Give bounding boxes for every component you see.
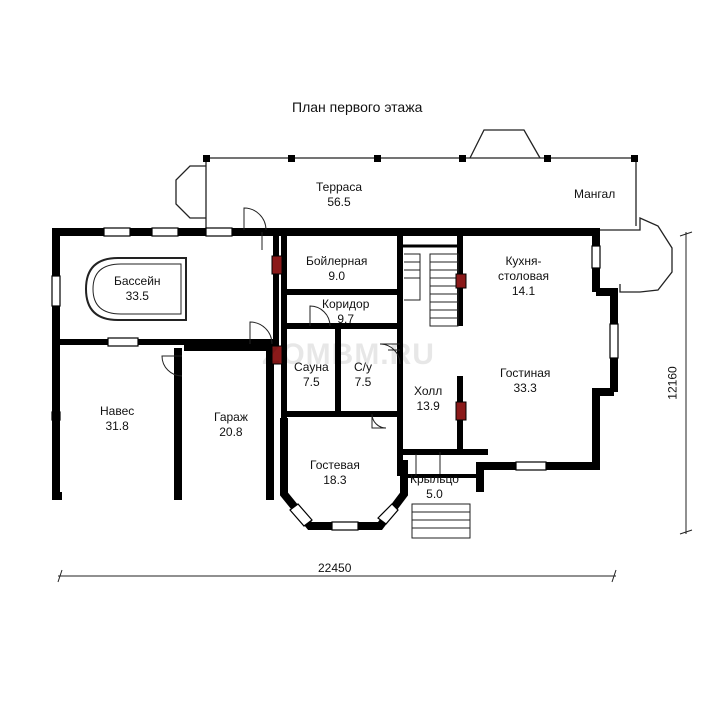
dimension-height: 12160 (665, 366, 680, 400)
terrace-posts (203, 155, 638, 162)
room-area: 56.5 (327, 195, 351, 209)
room-name: Бассейн (114, 274, 161, 288)
room-terrace: Терраса 56.5 (316, 180, 362, 210)
room-name: Кухня- (505, 254, 542, 268)
room-area: 33.5 (125, 289, 149, 303)
room-name-2: столовая (498, 269, 549, 283)
room-bbq: Мангал (574, 187, 615, 202)
dimension-width: 22450 (318, 561, 352, 575)
room-name: Крыльцо (410, 472, 459, 486)
room-wc: С/у 7.5 (354, 360, 372, 390)
plan-title: План первого этажа (292, 99, 423, 115)
room-name: С/у (354, 360, 372, 374)
room-porch: Крыльцо 5.0 (410, 472, 459, 502)
room-garage: Гараж 20.8 (214, 410, 248, 440)
room-carport: Навес 31.8 (100, 404, 134, 434)
room-name: Навес (100, 404, 135, 418)
room-area: 5.0 (426, 487, 443, 501)
room-name: Терраса (316, 180, 363, 194)
room-area: 20.8 (219, 425, 243, 439)
chimneys (271, 255, 467, 421)
terrace-outline (175, 129, 673, 293)
room-area: 31.8 (105, 419, 129, 433)
room-kitchen: Кухня- столовая 14.1 (498, 254, 549, 299)
porch-steps (411, 503, 471, 539)
room-area: 7.5 (354, 375, 372, 389)
dimension-lines (57, 231, 693, 583)
room-area: 7.5 (302, 375, 320, 389)
room-guest: Гостевая 18.3 (310, 458, 360, 488)
room-living: Гостиная 33.3 (500, 366, 550, 396)
interior-walls (56, 232, 488, 478)
room-area: 9.7 (337, 312, 355, 326)
windows (51, 227, 619, 531)
room-area: 9.0 (328, 269, 346, 283)
room-name: Сауна (294, 360, 329, 374)
room-name: Мангал (574, 187, 616, 201)
room-name: Коридор (322, 297, 370, 311)
room-area: 14.1 (511, 284, 536, 298)
room-area: 33.3 (513, 381, 537, 395)
room-hall: Холл 13.9 (414, 384, 442, 414)
room-name: Холл (414, 384, 443, 398)
doors (161, 207, 441, 476)
room-pool: Бассейн 33.5 (114, 274, 161, 304)
room-sauna: Сауна 7.5 (294, 360, 329, 390)
room-name: Гараж (214, 410, 248, 424)
room-name: Гостевая (310, 458, 360, 472)
staircase (404, 253, 459, 327)
room-area: 13.9 (416, 399, 440, 413)
room-name: Бойлерная (306, 254, 368, 268)
watermark: ZOMBM.RU (262, 338, 435, 371)
room-corridor: Коридор 9.7 (322, 297, 369, 327)
room-name: Гостиная (500, 366, 551, 380)
pool-basin (84, 257, 187, 321)
room-area: 18.3 (323, 473, 347, 487)
room-boiler: Бойлерная 9.0 (306, 254, 367, 284)
